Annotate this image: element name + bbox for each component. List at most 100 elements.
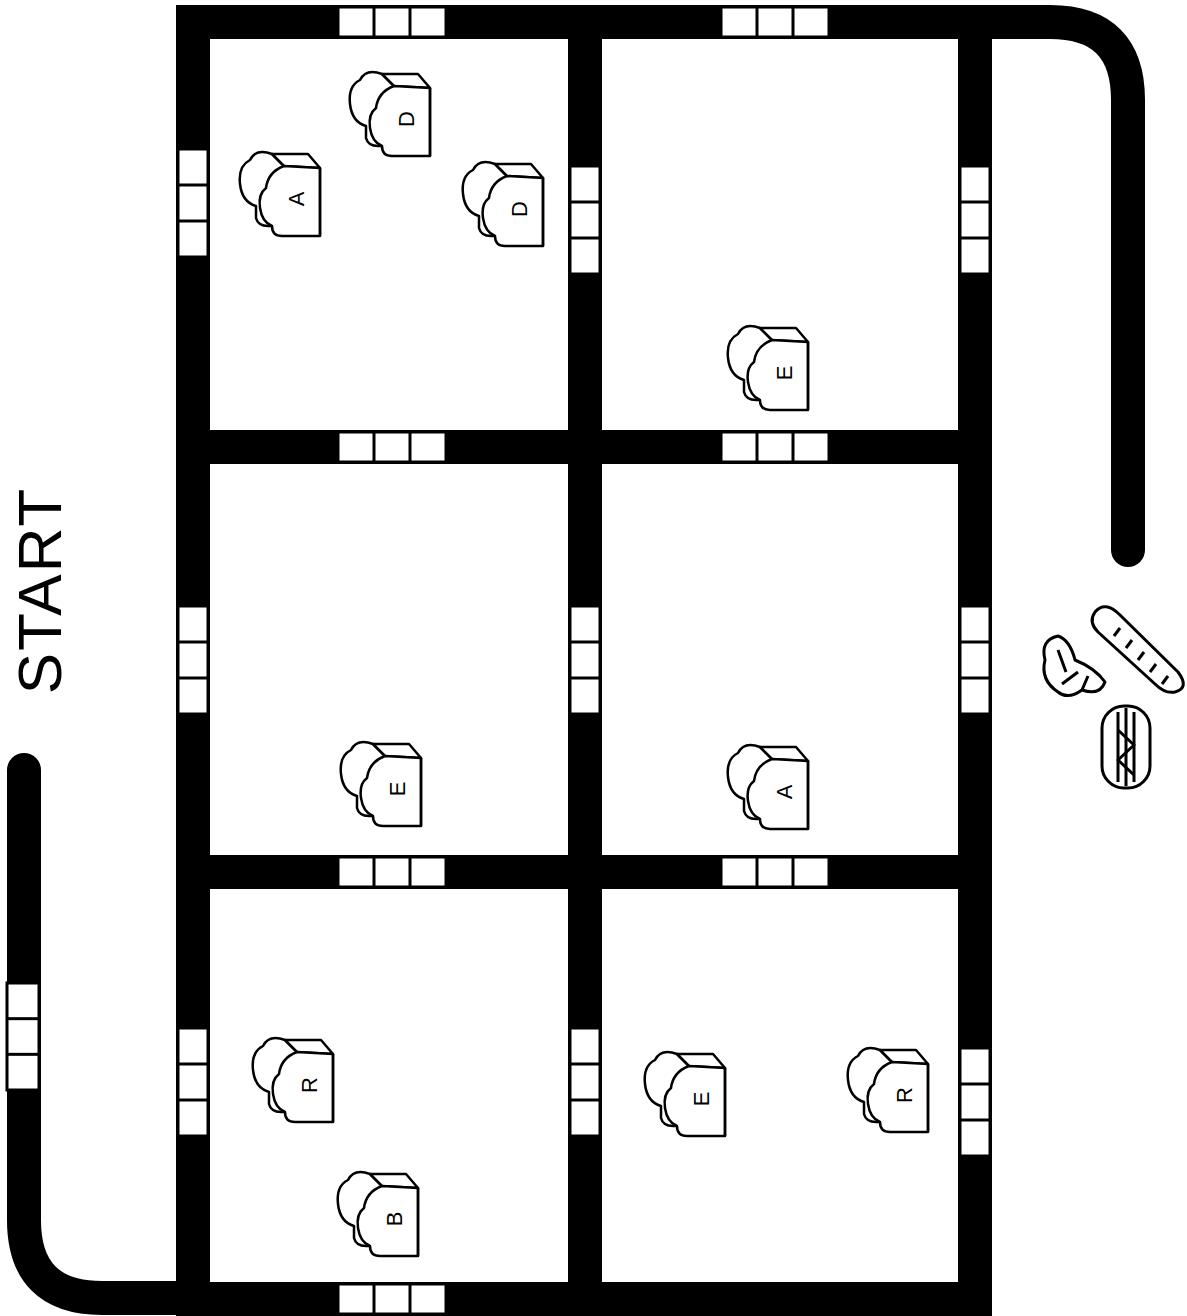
- door-divider: [409, 432, 412, 462]
- door-divider: [792, 7, 795, 37]
- loaf-letter: E: [687, 1084, 717, 1114]
- wall: [958, 5, 992, 1316]
- bread-loaf: B: [330, 1162, 430, 1262]
- loaf-icon: [840, 1038, 940, 1138]
- door-divider: [960, 641, 990, 644]
- door-divider: [409, 857, 412, 887]
- wall: [568, 5, 602, 1316]
- croissant-lines: [1058, 650, 1088, 690]
- door-divider: [178, 1063, 208, 1066]
- loaf-edge: [332, 1054, 335, 1122]
- loaf-edge: [429, 88, 432, 156]
- loaf-icon: [330, 1162, 430, 1262]
- loaf-front: [273, 1052, 333, 1122]
- door-divider: [756, 857, 759, 887]
- door-divider: [570, 641, 600, 644]
- door-divider: [756, 432, 759, 462]
- loaf-front: [260, 166, 320, 236]
- door: [178, 149, 208, 257]
- door-divider: [178, 677, 208, 680]
- door-divider: [178, 1099, 208, 1102]
- baguette: [1092, 607, 1183, 693]
- loaf-icon: [720, 316, 820, 416]
- door-divider: [409, 1284, 412, 1314]
- loaf-edge: [542, 178, 545, 246]
- walls: [176, 5, 992, 1316]
- loaf-front: [748, 759, 808, 829]
- loaf-letter: B: [380, 1204, 410, 1234]
- door-divider: [570, 237, 600, 240]
- loaf-letter: E: [383, 774, 413, 804]
- loaf-edge: [724, 1068, 727, 1136]
- bread-icons: [1044, 607, 1183, 788]
- door: [338, 857, 446, 887]
- door: [338, 7, 446, 37]
- door-divider: [409, 7, 412, 37]
- door-divider: [570, 1063, 600, 1066]
- croissant: [1044, 636, 1105, 696]
- loaf-icon: [720, 735, 820, 835]
- door-divider: [178, 220, 208, 223]
- door-divider: [792, 857, 795, 887]
- door-divider: [792, 432, 795, 462]
- loaf-letter: R: [890, 1080, 920, 1110]
- door: [960, 1048, 990, 1156]
- door: [178, 606, 208, 714]
- bread-loaf: R: [245, 1028, 345, 1128]
- bread-loaf: A: [232, 142, 332, 242]
- baguette-cuts: [1114, 628, 1168, 684]
- loaf-letter: A: [282, 184, 312, 214]
- door-divider: [373, 432, 376, 462]
- door: [960, 606, 990, 714]
- door: [570, 606, 600, 714]
- loaf-letter: D: [392, 104, 422, 134]
- loaf-edge: [807, 342, 810, 410]
- bread-loaf: E: [333, 732, 433, 832]
- loaf-icon: [245, 1028, 345, 1128]
- door-divider: [756, 7, 759, 37]
- door-divider: [7, 1053, 39, 1056]
- loaf-front: [370, 86, 430, 156]
- loaf-front: [483, 176, 543, 246]
- bread-loaf: E: [637, 1042, 737, 1142]
- door: [338, 1284, 446, 1314]
- loaf-icon: [342, 62, 442, 162]
- loaf-letter: A: [770, 777, 800, 807]
- loaf-edge: [927, 1064, 930, 1132]
- bread-loaf: E: [720, 316, 820, 416]
- door-divider: [960, 201, 990, 204]
- door: [178, 1028, 208, 1136]
- loaf-icon: [637, 1042, 737, 1142]
- bread-loaf: D: [342, 62, 442, 162]
- loaf-letter: R: [295, 1070, 325, 1100]
- sandwich-filling: [1118, 708, 1134, 786]
- exit-path: [985, 22, 1128, 550]
- door: [7, 983, 39, 1090]
- paths: [24, 22, 1128, 1298]
- loaf-front: [868, 1062, 928, 1132]
- door-divider: [570, 677, 600, 680]
- bread-loaf: R: [840, 1038, 940, 1138]
- door-divider: [178, 641, 208, 644]
- door: [570, 166, 600, 274]
- door-divider: [373, 1284, 376, 1314]
- door: [960, 166, 990, 274]
- door-divider: [960, 237, 990, 240]
- start-label: START: [5, 486, 76, 694]
- door-divider: [7, 1017, 39, 1020]
- loaf-icon: [455, 152, 555, 252]
- door: [721, 7, 829, 37]
- door-divider: [178, 184, 208, 187]
- door-divider: [570, 201, 600, 204]
- start-path: [24, 770, 185, 1298]
- loaf-letter: E: [770, 358, 800, 388]
- bread-loaf: A: [720, 735, 820, 835]
- door: [721, 857, 829, 887]
- doors: [7, 7, 990, 1314]
- door-divider: [570, 1099, 600, 1102]
- door: [570, 1028, 600, 1136]
- door-divider: [960, 677, 990, 680]
- loaf-icon: [333, 732, 433, 832]
- loaf-edge: [807, 761, 810, 829]
